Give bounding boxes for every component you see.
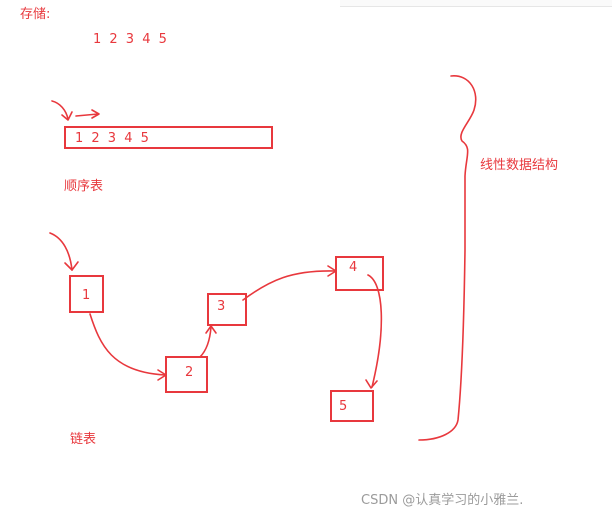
seq-pointer-arrow: [75, 113, 99, 117]
top-divider: [340, 0, 612, 7]
list-node-4-value: 4: [349, 260, 358, 275]
list-node-4: 4: [335, 256, 384, 291]
linear-structure-label: 线性数据结构: [480, 158, 559, 173]
storage-label: 存储:: [20, 7, 51, 22]
linked-list-label: 链表: [70, 432, 97, 447]
sequential-table-label: 顺序表: [64, 179, 104, 194]
list-node-3-value: 3: [217, 299, 226, 314]
list-node-1: 1: [69, 275, 104, 313]
list-node-5: 5: [330, 390, 374, 422]
link-1-2: [89, 313, 166, 376]
seq-entry-arrow-head: [61, 111, 73, 121]
list-entry-arrow-head: [64, 261, 79, 271]
list-node-1-value: 1: [82, 288, 91, 303]
seq-entry-arrow: [51, 100, 69, 120]
list-node-2-value: 2: [185, 365, 194, 380]
watermark: CSDN @认真学习的小雅兰.: [361, 493, 524, 508]
sequential-table-box: 1 2 3 4 5: [64, 126, 273, 149]
link-4-5-head: [365, 379, 378, 389]
list-node-3: 3: [207, 293, 247, 326]
seq-pointer-arrow-head: [91, 109, 100, 119]
link-2-3: [199, 326, 212, 358]
linear-structure-brace: [418, 75, 477, 441]
list-node-5-value: 5: [339, 399, 348, 414]
link-3-4: [242, 270, 336, 301]
storage-numbers: 1 2 3 4 5: [93, 32, 169, 47]
list-node-2: 2: [165, 356, 208, 393]
list-entry-arrow: [49, 232, 73, 271]
link-4-5: [367, 274, 383, 388]
link-2-3-head: [205, 325, 217, 334]
sequential-table-values: 1 2 3 4 5: [75, 131, 151, 146]
